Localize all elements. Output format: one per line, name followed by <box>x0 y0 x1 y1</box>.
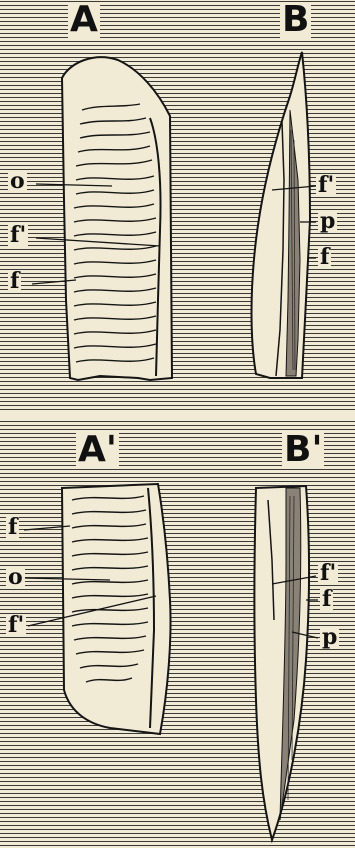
panel-title-A: A <box>68 2 100 38</box>
specimen-A <box>62 57 172 380</box>
label-B-p: p <box>318 210 337 232</box>
panel-title-B1: B' <box>282 432 324 468</box>
label-A1-f-prime: f' <box>6 614 26 636</box>
label-B-f-prime: f' <box>316 174 336 196</box>
panel-title-A1: A' <box>76 432 119 468</box>
label-A1-f: f <box>6 516 19 538</box>
specimen-A1 <box>62 484 171 734</box>
label-B1-f-prime: f' <box>318 562 338 584</box>
label-A-f-prime: f' <box>8 224 28 246</box>
label-A-f: f <box>8 270 21 292</box>
panel-title-B: B <box>280 2 311 38</box>
label-B-f: f <box>318 246 331 268</box>
label-A-o: o <box>8 170 27 192</box>
label-B1-p: p <box>320 626 339 648</box>
label-B1-f: f <box>320 588 333 610</box>
label-A1-o: o <box>6 566 25 588</box>
